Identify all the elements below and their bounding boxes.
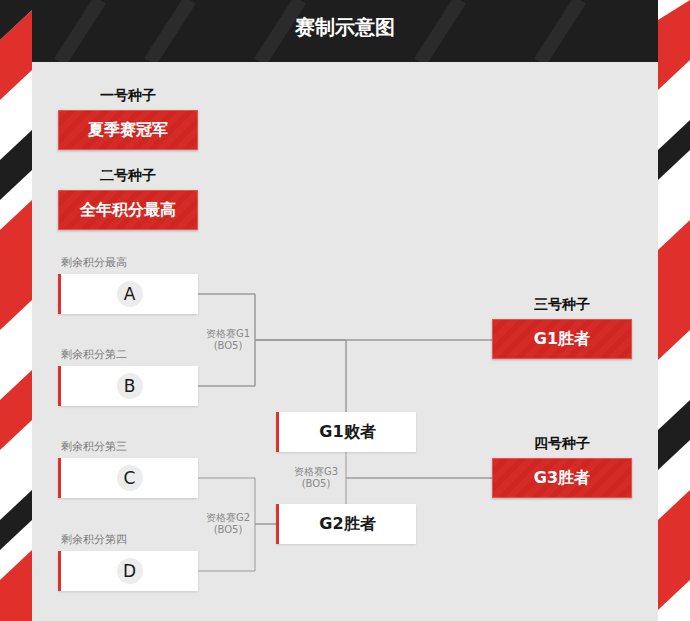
slot-note: 剩余积分第四 — [61, 532, 127, 547]
team-letter: A — [117, 281, 143, 307]
seed-heading: 四号种子 — [473, 435, 651, 453]
side-stripe — [0, 370, 32, 450]
team-letter: C — [117, 465, 143, 491]
box-label: 夏季赛冠军 — [88, 120, 168, 141]
connector-line — [198, 294, 346, 412]
seed-heading: 二号种子 — [39, 167, 217, 185]
bracket-connector — [346, 452, 492, 478]
seed-box: 一号种子夏季赛冠军 — [58, 110, 198, 150]
match-label: 资格赛G1 (BO5) — [204, 328, 252, 352]
side-stripe — [0, 0, 32, 40]
team-box: G2胜者 — [276, 504, 416, 544]
team-box: 剩余积分最高A — [58, 274, 198, 314]
bracket-connector — [198, 294, 346, 412]
bracket-connector — [346, 478, 492, 504]
box-label: G1胜者 — [534, 329, 590, 350]
team-box: G1败者 — [276, 412, 416, 452]
side-stripe — [658, 120, 690, 180]
box-label: G1败者 — [319, 422, 375, 443]
slot-note: 剩余积分最高 — [61, 255, 127, 270]
connector-line — [346, 452, 492, 478]
slot-note: 剩余积分第二 — [61, 347, 127, 362]
side-stripe — [0, 200, 32, 330]
team-letter: D — [117, 558, 143, 584]
side-stripe — [658, 0, 690, 90]
connector-line — [346, 478, 492, 504]
seed-heading: 三号种子 — [473, 296, 651, 314]
side-stripe — [658, 220, 690, 360]
side-stripe — [0, 550, 32, 621]
seed-box: 四号种子G3胜者 — [492, 458, 632, 498]
panel-ground — [32, 62, 658, 621]
match-label: 资格赛G3 (BO5) — [292, 466, 340, 490]
seed-box: 二号种子全年积分最高 — [58, 190, 198, 230]
team-box: 剩余积分第二B — [58, 366, 198, 406]
match-label: 资格赛G2 (BO5) — [204, 512, 252, 536]
box-label: G3胜者 — [534, 468, 590, 489]
team-box: 剩余积分第三C — [58, 458, 198, 498]
side-stripe — [0, 490, 32, 550]
diagram-title: 赛制示意图 — [32, 14, 658, 41]
box-label: 全年积分最高 — [80, 200, 176, 221]
seed-heading: 一号种子 — [39, 87, 217, 105]
side-stripe — [658, 400, 690, 470]
team-letter: B — [117, 373, 143, 399]
side-stripe — [658, 490, 690, 610]
seed-box: 三号种子G1胜者 — [492, 319, 632, 359]
header-band — [32, 0, 658, 62]
slot-note: 剩余积分第三 — [61, 439, 127, 454]
box-label: G2胜者 — [319, 514, 375, 535]
side-stripe — [0, 130, 32, 200]
team-box: 剩余积分第四D — [58, 551, 198, 591]
